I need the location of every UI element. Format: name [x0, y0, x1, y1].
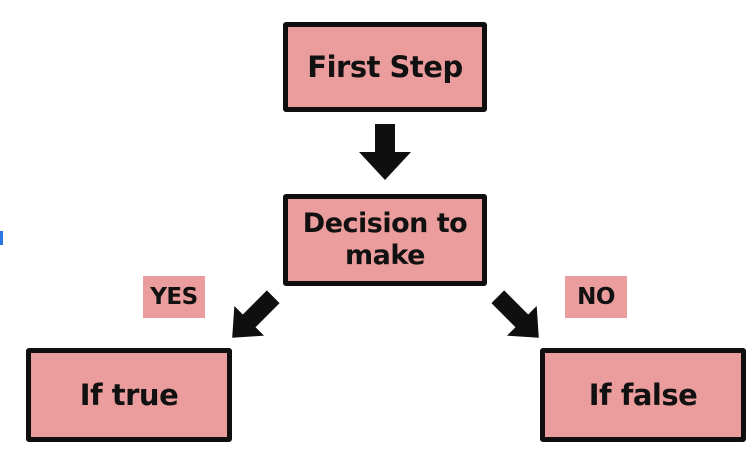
node-decision-line2: make — [345, 240, 425, 271]
arrow-down-right-icon — [491, 290, 539, 338]
node-if-false-label: If false — [588, 377, 698, 412]
branch-label-yes: YES — [143, 276, 205, 318]
node-decision[interactable]: Decision to make — [283, 194, 487, 286]
node-if-false[interactable]: If false — [540, 348, 746, 442]
node-decision-line1: Decision to — [302, 207, 468, 239]
node-first-step[interactable]: First Step — [283, 22, 487, 112]
node-first-step-label: First Step — [307, 49, 463, 84]
arrow-down-left-icon — [232, 290, 280, 338]
selection-edge-marker — [0, 231, 3, 245]
arrow-down-icon — [359, 124, 411, 180]
node-if-true[interactable]: If true — [26, 348, 232, 442]
node-if-true-label: If true — [79, 377, 179, 412]
branch-label-no: NO — [565, 276, 627, 318]
